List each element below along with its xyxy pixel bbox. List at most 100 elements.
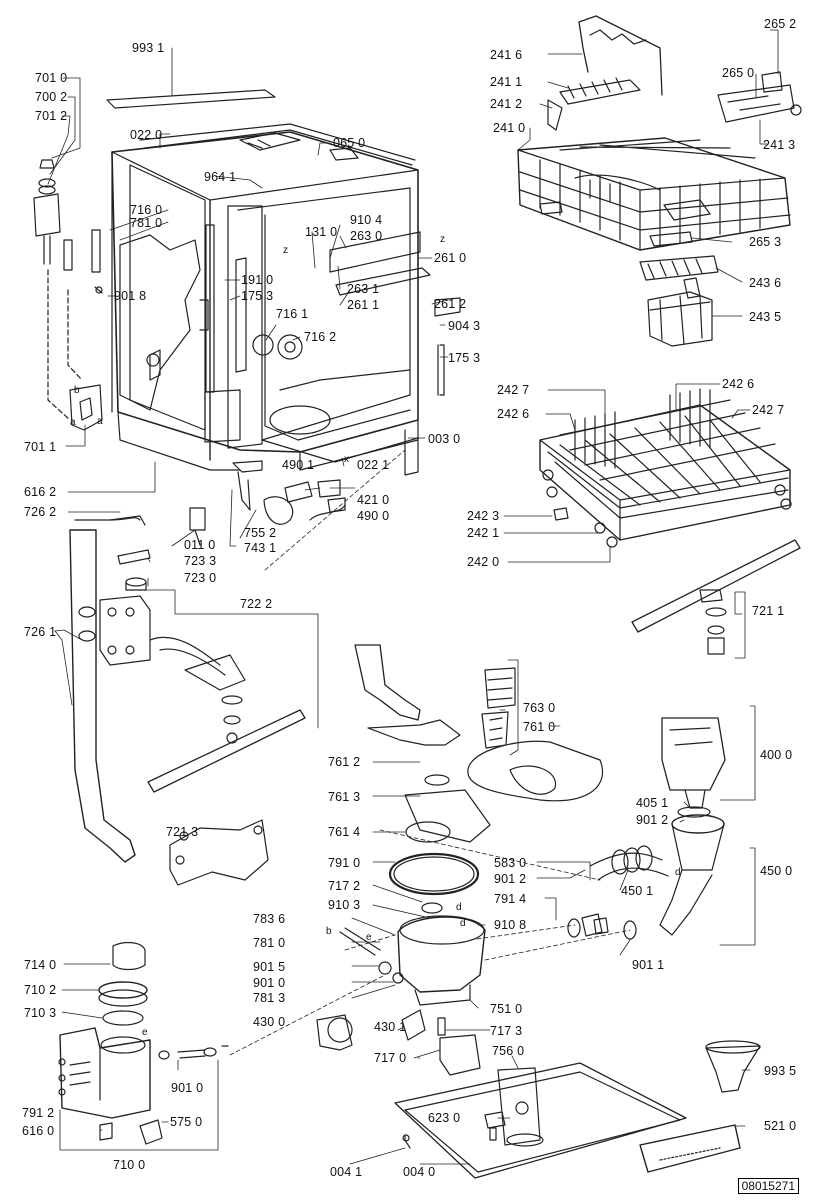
part-label: 616 0 (22, 1124, 55, 1138)
part-label: 022 0 (130, 128, 163, 142)
guide-letter-x: x (344, 454, 349, 465)
part-label: 243 5 (749, 310, 782, 324)
guide-letter-d: d (675, 867, 681, 878)
part-label: 261 1 (347, 298, 380, 312)
part-label: 910 3 (328, 898, 361, 912)
part-label: 261 0 (434, 251, 467, 265)
part-label: 490 1 (282, 458, 315, 472)
part-label: 263 1 (347, 282, 380, 296)
part-label: 263 0 (350, 229, 383, 243)
part-label: 783 6 (253, 912, 286, 926)
part-label: 993 1 (132, 41, 165, 55)
part-label: 430 0 (253, 1015, 286, 1029)
part-label: 242 1 (467, 526, 500, 540)
part-label: 761 4 (328, 825, 361, 839)
part-label: 755 2 (244, 526, 277, 540)
part-label: 901 2 (494, 872, 527, 886)
part-label: 901 0 (253, 976, 286, 990)
part-label: 065 0 (333, 136, 366, 150)
part-label: 004 0 (403, 1165, 436, 1179)
part-label: 701 1 (24, 440, 57, 454)
part-label: 751 0 (490, 1002, 523, 1016)
part-label: 901 1 (632, 958, 665, 972)
part-label: 490 0 (357, 509, 390, 523)
part-label: 761 0 (523, 720, 556, 734)
part-label: 710 0 (113, 1158, 146, 1172)
part-label: 714 0 (24, 958, 57, 972)
hinge-drawing (33, 159, 103, 431)
part-label: 242 6 (497, 407, 530, 421)
guide-letter-d: d (456, 902, 462, 913)
part-label: 450 1 (621, 884, 654, 898)
part-label: 616 2 (24, 485, 57, 499)
part-label: 721 3 (166, 825, 199, 839)
part-label: 701 0 (35, 71, 68, 85)
part-label: 721 1 (752, 604, 785, 618)
part-label: 242 0 (467, 555, 500, 569)
part-label: 241 3 (763, 138, 796, 152)
part-label: 191 0 (241, 273, 274, 287)
part-label: 716 1 (276, 307, 309, 321)
part-label: 241 0 (493, 121, 526, 135)
guide-letter-d: d (460, 918, 466, 929)
part-label: 265 2 (764, 17, 797, 31)
part-label: 781 0 (130, 216, 163, 230)
part-label: 716 0 (130, 203, 163, 217)
part-label: 175 3 (448, 351, 481, 365)
part-label: 242 7 (752, 403, 785, 417)
part-label: 964 1 (204, 170, 237, 184)
part-label: 700 2 (35, 90, 68, 104)
part-label: 242 6 (722, 377, 755, 391)
part-label: 421 0 (357, 493, 390, 507)
part-label: 710 3 (24, 1006, 57, 1020)
part-label: 743 1 (244, 541, 277, 555)
guide-letter-e: e (366, 932, 372, 943)
upper-basket-drawing (517, 137, 791, 251)
part-label: 901 2 (636, 813, 669, 827)
part-label: 791 0 (328, 856, 361, 870)
part-label: 241 6 (490, 48, 523, 62)
strip-drawing (106, 89, 276, 109)
part-label: 261 2 (434, 297, 467, 311)
part-label: 131 0 (305, 225, 338, 239)
part-label: 791 2 (22, 1106, 55, 1120)
guide-letter-e: e (142, 1027, 148, 1038)
guide-letter-a: a (97, 416, 103, 427)
part-label: 004 1 (330, 1165, 363, 1179)
part-label: 265 0 (722, 66, 755, 80)
part-label: 022 1 (357, 458, 390, 472)
part-label: 716 2 (304, 330, 337, 344)
part-label: 723 0 (184, 571, 217, 585)
part-label: 901 8 (114, 289, 147, 303)
part-label: 243 6 (749, 276, 782, 290)
part-label: 901 0 (171, 1081, 204, 1095)
part-label: 701 2 (35, 109, 68, 123)
part-label: 405 1 (636, 796, 669, 810)
part-label: 763 0 (523, 701, 556, 715)
tub-drawing (111, 123, 461, 476)
part-label: 583 0 (494, 856, 527, 870)
part-label: 901 5 (253, 960, 286, 974)
part-label: 242 3 (467, 509, 500, 523)
guide-letter-z: z (440, 234, 445, 245)
guide-letter-z: z (283, 245, 288, 256)
part-label: 400 0 (760, 748, 793, 762)
part-label: 241 2 (490, 97, 523, 111)
part-label: 761 3 (328, 790, 361, 804)
part-label: 726 2 (24, 505, 57, 519)
part-label: 450 0 (760, 864, 793, 878)
part-label: 011 0 (184, 538, 216, 552)
part-label: 717 2 (328, 879, 361, 893)
part-label: 756 0 (492, 1044, 525, 1058)
part-label: 430 1 (374, 1020, 407, 1034)
part-label: 781 0 (253, 936, 286, 950)
part-label: 726 1 (24, 625, 57, 639)
guide-letter-b: b (326, 926, 332, 937)
part-label: 791 4 (494, 892, 527, 906)
part-label: 993 5 (764, 1064, 797, 1078)
part-label: 265 3 (749, 235, 782, 249)
guide-letter-b: b (74, 385, 80, 396)
part-label: 761 2 (328, 755, 361, 769)
